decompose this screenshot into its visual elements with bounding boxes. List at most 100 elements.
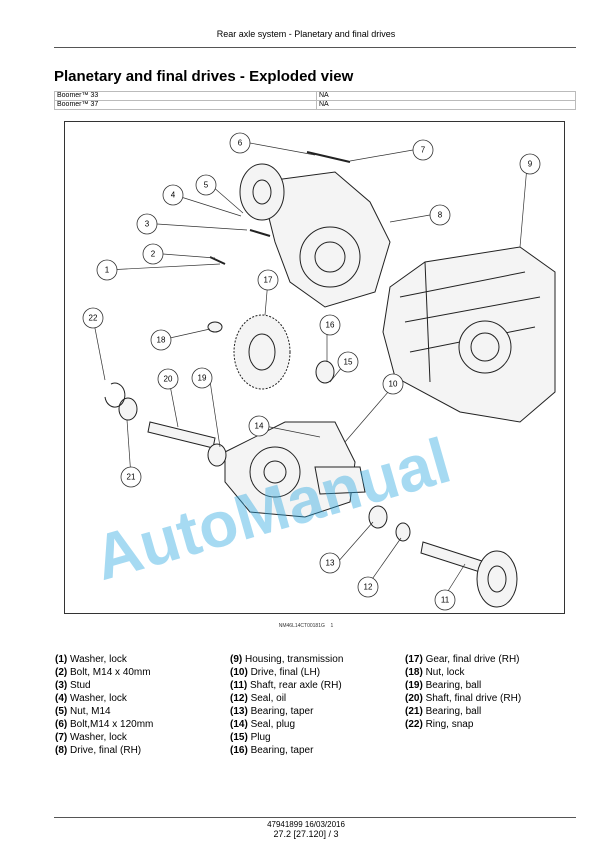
- bearing-ring: [368, 505, 388, 529]
- legend-num: (3): [55, 680, 68, 691]
- callout-label: 13: [326, 559, 335, 568]
- legend-label: Housing, transmission: [245, 654, 344, 665]
- snap-ring: [104, 382, 126, 408]
- callout-16: [319, 314, 341, 336]
- model-row: Boomer™ 37 NA: [54, 100, 576, 110]
- legend-label: Drive, final (LH): [250, 667, 321, 678]
- legend-num: (20): [405, 693, 423, 704]
- final-drive-gear-hub: [248, 333, 276, 371]
- legend-num: (1): [55, 654, 68, 665]
- legend-label: Washer, lock: [70, 732, 127, 743]
- callout-14: [248, 415, 270, 437]
- callout-label: 19: [198, 374, 207, 383]
- model-name: Boomer™ 33: [54, 91, 317, 101]
- callout-5: [195, 174, 217, 196]
- model-name: Boomer™ 37: [54, 100, 317, 110]
- legend-label: Washer, lock: [70, 654, 127, 665]
- legend-label: Bearing, taper: [250, 745, 314, 756]
- callout-8: [429, 204, 451, 226]
- bearing-ring: [207, 443, 227, 467]
- legend-item: (16) Bearing, taper: [230, 744, 343, 757]
- callout-label: 12: [364, 583, 373, 592]
- legend-label: Bearing, ball: [425, 680, 482, 691]
- callout-label: 2: [151, 250, 156, 259]
- callout-3: [136, 213, 158, 235]
- legend-num: (11): [230, 680, 248, 691]
- legend-item: (13) Bearing, taper: [230, 705, 343, 718]
- legend-num: (13): [230, 706, 248, 717]
- legend-label: Stud: [70, 680, 91, 691]
- legend-item: (9) Housing, transmission: [230, 653, 343, 666]
- seal-ring: [395, 522, 411, 542]
- legend-item: (12) Seal, oil: [230, 692, 343, 705]
- callout-label: 8: [438, 211, 443, 220]
- callout-label: 9: [528, 160, 533, 169]
- lower-drive-bore: [263, 460, 287, 484]
- legend-item: (17) Gear, final drive (RH): [405, 653, 521, 666]
- legend-column: (1) Washer, lock (2) Bolt, M14 x 40mm (3…: [55, 653, 153, 757]
- callout-20: [157, 368, 179, 390]
- legend-item: (21) Bearing, ball: [405, 705, 521, 718]
- legend-label: Seal, plug: [250, 719, 296, 730]
- callout-label: 14: [255, 422, 264, 431]
- legend-label: Nut, M14: [70, 706, 111, 717]
- callout-label: 11: [441, 596, 450, 605]
- top-rule: [54, 47, 576, 48]
- rear-axle-shaft-part: [420, 541, 486, 574]
- callout-label: 1: [105, 266, 110, 275]
- legend-num: (7): [55, 732, 68, 743]
- legend-num: (4): [55, 693, 68, 704]
- legend-label: Washer, lock: [70, 693, 127, 704]
- exploded-view-drawing: 1 2 3 4 5 6 7 8 9 10 11 12 13 14 15 16 1…: [82, 132, 556, 611]
- stud: [249, 229, 271, 237]
- upper-drive-bore: [314, 241, 346, 273]
- legend-item: (2) Bolt, M14 x 40mm: [55, 666, 153, 679]
- legend-label: Ring, snap: [425, 719, 474, 730]
- legend-num: (16): [230, 745, 248, 756]
- long-bolt: [306, 151, 351, 163]
- callout-9: [519, 153, 541, 175]
- legend-num: (22): [405, 719, 423, 730]
- figure-id: NM46L14CT00181G 1: [0, 623, 612, 629]
- model-table: Boomer™ 33 NA Boomer™ 37 NA: [54, 91, 576, 110]
- legend-item: (1) Washer, lock: [55, 653, 153, 666]
- figure-code: NM46L14CT00181G: [278, 623, 325, 629]
- page-number: 27.2 [27.120] / 3: [273, 829, 339, 839]
- callout-21: [120, 466, 142, 488]
- legend-num: (9): [230, 654, 243, 665]
- legend-label: Gear, final drive (RH): [425, 654, 520, 665]
- doc-number: 47941899 16/03/2016: [267, 820, 345, 829]
- callout-2: [142, 243, 164, 265]
- callout-7: [412, 139, 434, 161]
- legend-item: (8) Drive, final (RH): [55, 744, 153, 757]
- running-head: Rear axle system - Planetary and final d…: [216, 29, 396, 39]
- legend-label: Bolt,M14 x 120mm: [70, 719, 154, 730]
- legend-label: Shaft, final drive (RH): [425, 693, 522, 704]
- legend-item: (18) Nut, lock: [405, 666, 521, 679]
- legend-column: (9) Housing, transmission (10) Drive, fi…: [230, 653, 343, 757]
- legend-item: (11) Shaft, rear axle (RH): [230, 679, 343, 692]
- legend-item: (20) Shaft, final drive (RH): [405, 692, 521, 705]
- callout-label: 4: [171, 191, 176, 200]
- callout-22: [82, 307, 104, 329]
- callout-13: [319, 552, 341, 574]
- model-row: Boomer™ 33 NA: [54, 91, 576, 101]
- callout-label: 16: [326, 321, 335, 330]
- callout-1: [96, 259, 118, 281]
- callout-10: [382, 373, 404, 395]
- legend-label: Bearing, ball: [425, 706, 482, 717]
- callout-6: [229, 132, 251, 154]
- callout-label: 22: [89, 314, 98, 323]
- legend-num: (12): [230, 693, 248, 704]
- legend-item: (7) Washer, lock: [55, 731, 153, 744]
- lock-nut-ring: [207, 321, 223, 333]
- callout-label: 5: [204, 181, 209, 190]
- legend-item: (15) Plug: [230, 731, 343, 744]
- exploded-view-figure: 1 2 3 4 5 6 7 8 9 10 11 12 13 14 15 16 1…: [64, 121, 565, 614]
- legend-num: (10): [230, 667, 248, 678]
- legend-num: (15): [230, 732, 248, 743]
- callout-18: [150, 329, 172, 351]
- bolt: [209, 256, 226, 265]
- callout-12: [357, 576, 379, 598]
- legend-item: (22) Ring, snap: [405, 718, 521, 731]
